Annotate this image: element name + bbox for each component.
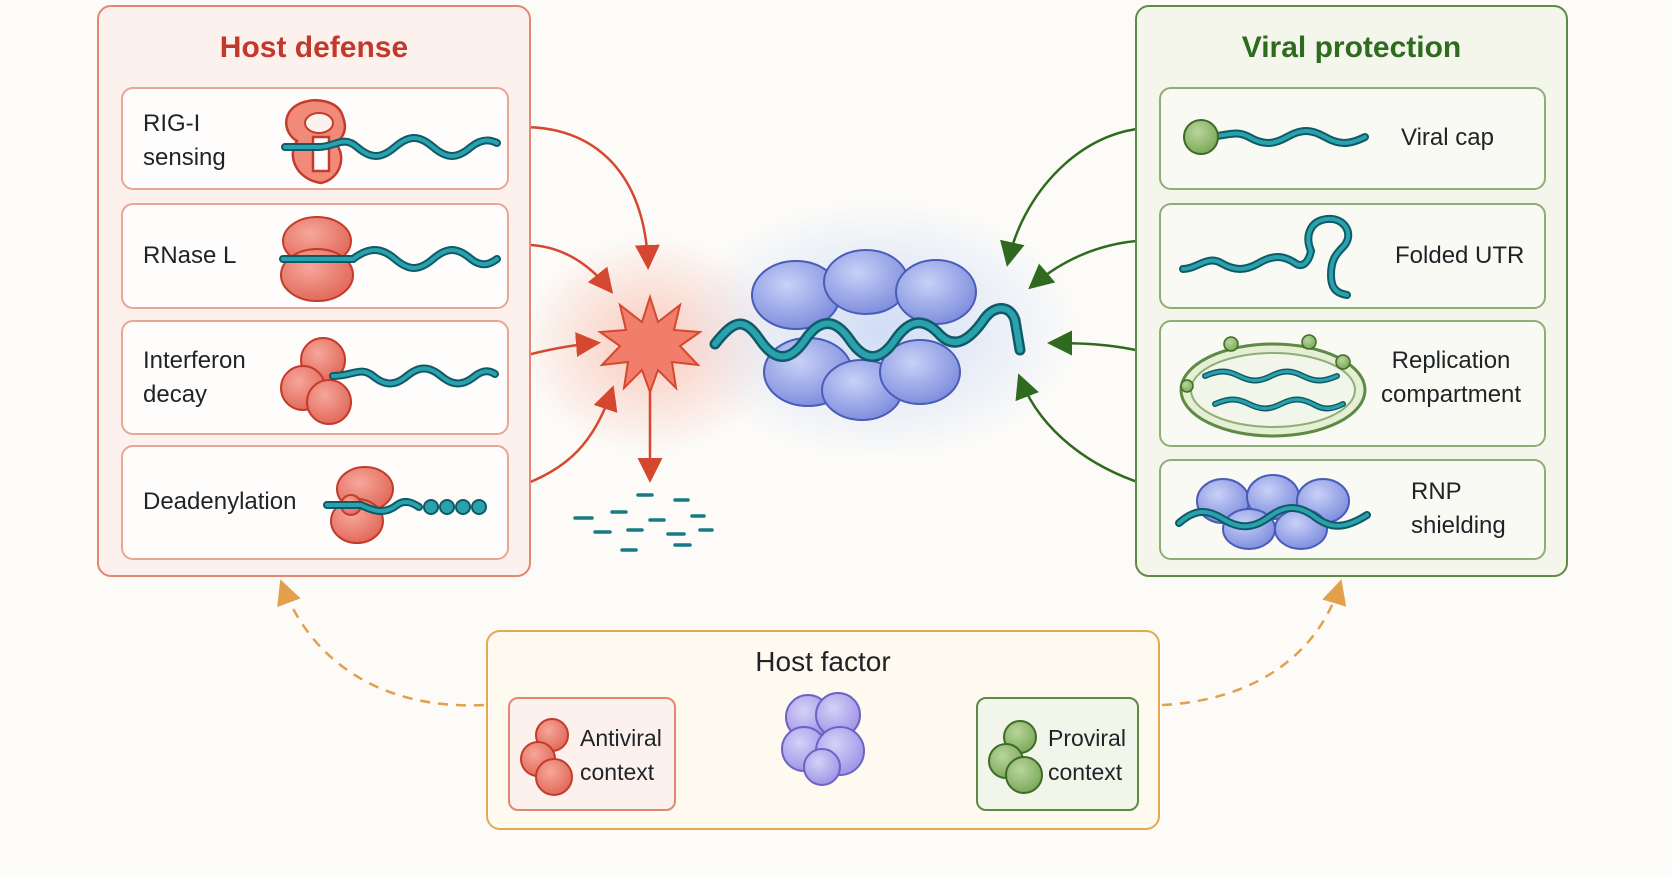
host-item-rnase-l: RNase L <box>121 203 509 309</box>
cleavage-star-icon <box>597 293 703 395</box>
host-item-label: Interferon decay <box>143 347 246 408</box>
arrow-deadenylation-to-cleavage <box>513 385 618 490</box>
rig-i-ring-icon <box>281 99 501 185</box>
viral-protection-title: Viral protection <box>1241 31 1462 64</box>
host-item-rig-i: RIG-I sensing <box>121 87 509 190</box>
viral-item-rnp-shielding: RNP shielding <box>1159 459 1546 560</box>
host-item-label: RIG-I sensing <box>143 110 226 171</box>
viral-item-label: Folded UTR <box>1395 242 1525 269</box>
stem-loop-icon <box>1179 214 1353 299</box>
proviral-protein-icon <box>988 720 1043 794</box>
arrow-factor-to-host-defense <box>277 579 485 707</box>
proviral-context-label: Proviral context <box>1048 725 1126 785</box>
viral-item-replication-compartment: Replication compartment <box>1159 320 1546 447</box>
host-defense-panel: Host defense RIG-I sensing RNase L Inter… <box>97 5 531 577</box>
arrow-rig-i-to-cleavage <box>507 125 660 270</box>
host-item-label: Deadenylation <box>143 488 297 515</box>
host-item-interferon-decay: Interferon decay <box>121 320 509 435</box>
interferon-protein-icon <box>280 337 499 425</box>
central-rnp-complex <box>709 249 1026 421</box>
host-item-label: RNase L <box>143 242 237 269</box>
host-defense-title: Host defense <box>219 31 409 64</box>
host-factor-title: Host factor <box>755 646 891 677</box>
membrane-compartment-icon <box>1179 334 1367 438</box>
rnp-proteins-icon <box>1175 474 1371 550</box>
arrow-cap-to-rnp <box>1000 126 1158 267</box>
antiviral-protein-icon <box>520 718 573 796</box>
viral-item-cap: Viral cap <box>1159 87 1546 190</box>
rnase-l-protein-icon <box>279 216 501 302</box>
viral-item-folded-utr: Folded UTR <box>1159 203 1546 309</box>
arrow-shielding-to-rnp <box>1015 373 1158 490</box>
viral-item-label: RNP shielding <box>1411 478 1506 539</box>
antiviral-context-box: Antiviral context <box>508 697 676 811</box>
host-factor-panel: Host factor Antiviral context <box>486 630 1160 830</box>
viral-item-label: Replication compartment <box>1381 347 1522 408</box>
host-item-deadenylation: Deadenylation <box>121 445 509 560</box>
antiviral-context-label: Antiviral context <box>580 725 662 785</box>
cap-bead-icon <box>1183 119 1369 155</box>
proviral-context-box: Proviral context <box>976 697 1139 811</box>
rna-fragments-icon <box>573 493 714 552</box>
viral-item-label: Viral cap <box>1401 124 1494 151</box>
host-factor-protein-icon <box>781 692 865 786</box>
viral-protection-panel: Viral protection Viral cap Folded UTR <box>1135 5 1568 577</box>
arrow-factor-to-viral-protection <box>1161 579 1347 707</box>
deadenylase-protein-icon <box>323 466 487 544</box>
